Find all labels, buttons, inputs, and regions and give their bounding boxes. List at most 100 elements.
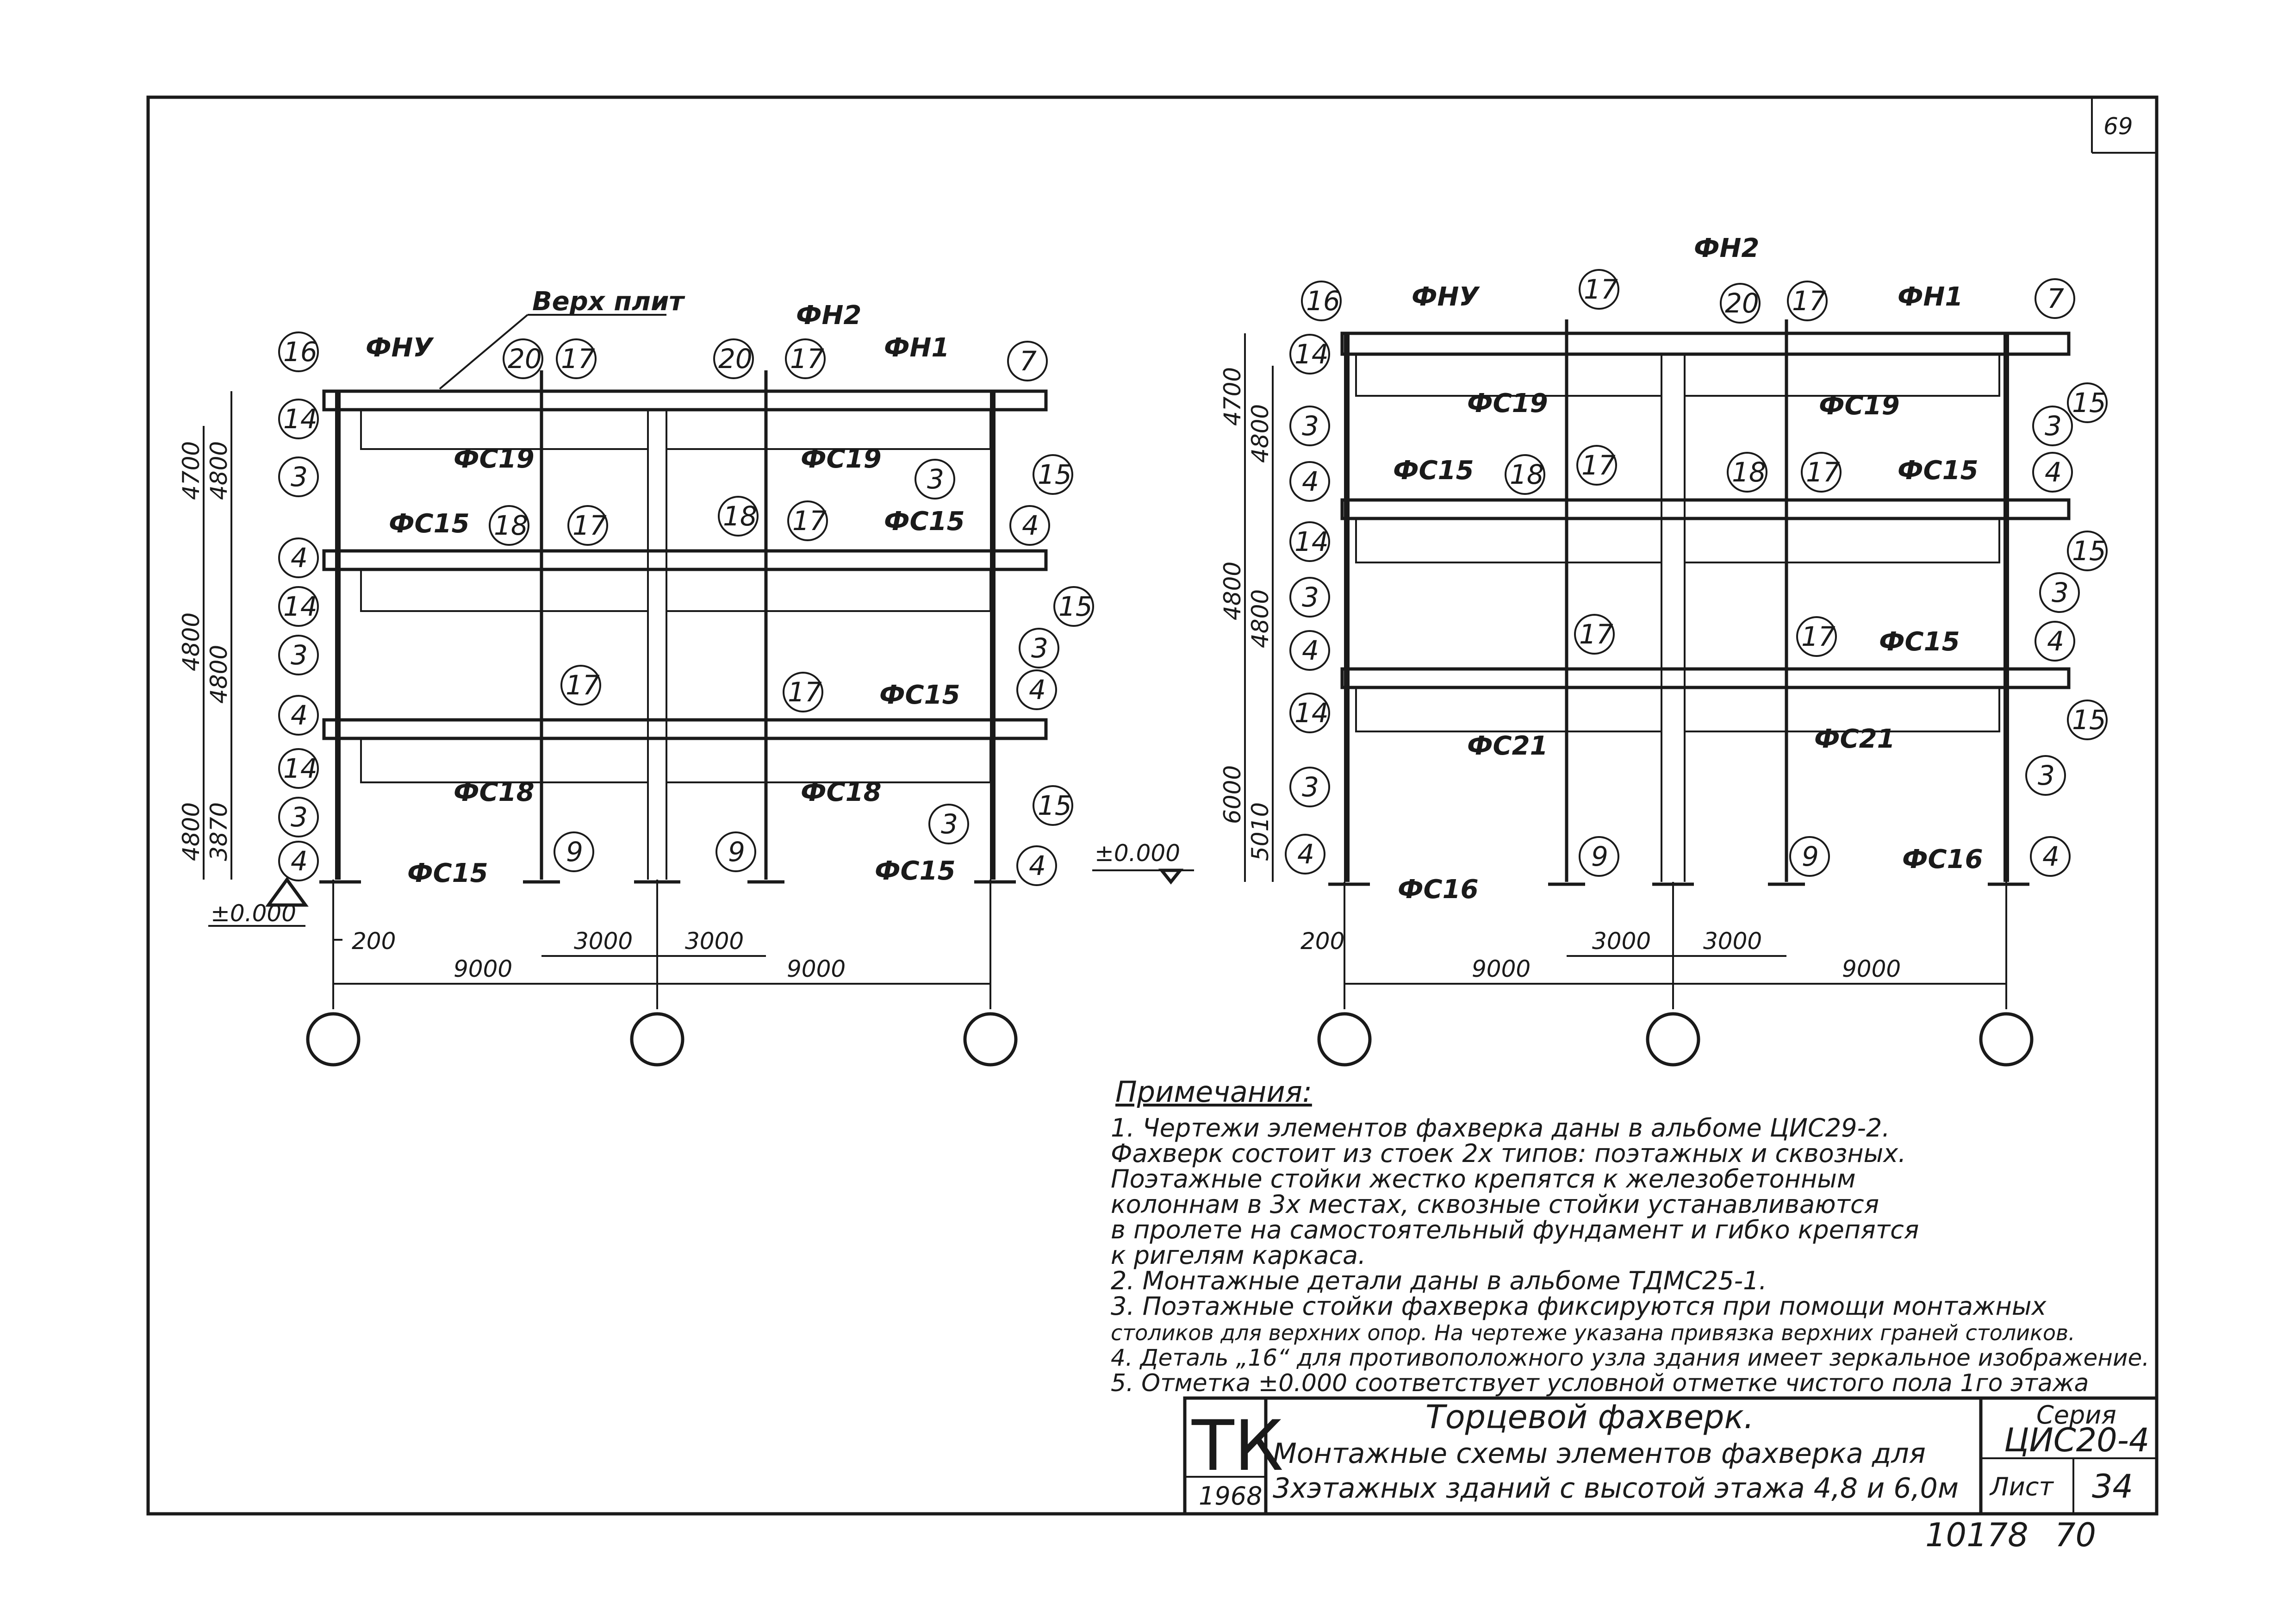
sheet-frame: 69 (146, 95, 2159, 1516)
note-line-8: 3. Поэтажные стойки фахверка фиксируются… (1111, 1292, 2047, 1321)
left-axis-2 (630, 1012, 684, 1067)
left-mark-4r1: 4 (1022, 510, 1039, 541)
left-top-label: Верх плит (532, 287, 685, 317)
left-mark-3a: 3 (291, 461, 308, 493)
left-beam-3b (666, 738, 991, 783)
tb-title: Торцевой фахверк. (1425, 1398, 1754, 1436)
left-beam-2a (360, 569, 649, 612)
right-post-fc16a: ФС16 (1398, 874, 1479, 905)
left-mark-14b: 14 (283, 591, 317, 622)
left-vdim-4: 4800 (205, 645, 232, 704)
left-beam-fnu: ФНУ (366, 333, 434, 363)
right-dim-3000b: 3000 (1703, 928, 1762, 955)
note-line-9: столиков для верхних опор. На чертеже ук… (1111, 1320, 2075, 1345)
right-slab-mid (1340, 498, 2071, 520)
left-mark-9a: 9 (566, 836, 583, 868)
right-mark-3a: 3 (1302, 410, 1319, 442)
right-mark-3c: 3 (1302, 771, 1319, 803)
right-mark-7: 7 (2047, 283, 2064, 314)
right-mark-15r1: 15 (2072, 387, 2106, 418)
footer-number-1: 10178 (1925, 1516, 2028, 1554)
left-mark-3b: 3 (291, 639, 308, 671)
left-mark-17f: 17 (788, 676, 822, 708)
left-mark-3r1: 3 (927, 463, 944, 495)
left-post-fc18a: ФС18 (454, 777, 535, 807)
left-mark-14a: 14 (283, 403, 317, 435)
left-mark-3c: 3 (291, 801, 308, 833)
right-vdim-4: 4800 (1247, 589, 1274, 648)
right-vdim-1: 4700 (1219, 367, 1246, 426)
right-dim-3000a: 3000 (1592, 928, 1651, 955)
right-mark-bubbles: 16 17 20 17 7 14 3 4 14 3 4 14 3 (1285, 269, 2108, 877)
left-mark-4c: 4 (291, 845, 308, 877)
right-mark-4a: 4 (1302, 466, 1319, 497)
note-line-6: к ригелям каркаса. (1111, 1241, 1366, 1270)
right-post-fc19a: ФС19 (1467, 388, 1548, 418)
right-mark-17d: 17 (1806, 456, 1840, 488)
left-mark-15r2: 15 (1058, 591, 1093, 622)
right-post-fc15a: ФС15 (1393, 456, 1474, 486)
left-mark-14c: 14 (283, 753, 317, 784)
right-beam-fn2: ФН2 (1694, 233, 1759, 263)
right-mark-17f: 17 (1801, 621, 1836, 652)
right-mark-17b: 17 (1792, 285, 1826, 317)
right-mark-14b: 14 (1294, 526, 1329, 557)
right-vdim-3: 4800 (1219, 562, 1246, 620)
title-block: ТК 1968 Торцевой фахверк. Монтажные схем… (1183, 1396, 2159, 1516)
tb-subtitle-1: Монтажные схемы элементов фахверка для (1273, 1437, 1926, 1470)
right-mark-18a: 18 (1510, 459, 1544, 490)
tb-sheet-label: Лист (1989, 1472, 2054, 1501)
right-frame-diagram: 200 3000 3000 9000 9000 4700 4800 4800 4… (1092, 233, 2108, 1067)
tb-subtitle-2: 3хэтажных зданий с высотой этажа 4,8 и 6… (1273, 1472, 1959, 1505)
notes-title: Примечания: (1115, 1075, 1312, 1109)
left-mark-9b: 9 (728, 836, 745, 868)
right-mark-9b: 9 (1802, 841, 1819, 872)
left-dim-3000b: 3000 (685, 928, 744, 955)
right-vdim-5: 6000 (1219, 765, 1246, 824)
left-level: ±0.000 (211, 900, 296, 927)
left-mark-18b: 18 (723, 500, 757, 532)
left-mark-7: 7 (1020, 345, 1037, 377)
right-post-fc21a: ФС21 (1467, 731, 1548, 761)
left-mark-3r2: 3 (1031, 632, 1048, 664)
left-post-fc15a: ФС15 (389, 509, 470, 539)
right-dim-9000b: 9000 (1842, 956, 1901, 982)
right-mark-17a: 17 (1584, 274, 1618, 305)
left-mark-18a: 18 (494, 510, 528, 541)
left-axis-3 (963, 1012, 1018, 1067)
left-frame-diagram: 200 3000 3000 9000 9000 4700 4800 4800 4… (178, 287, 1094, 1067)
left-slab-top (322, 389, 1048, 412)
right-mark-4b: 4 (1302, 635, 1319, 666)
left-post-fc19b: ФС19 (801, 444, 882, 474)
tb-org: ТК (1191, 1406, 1283, 1487)
right-mark-4r2: 4 (2047, 625, 2064, 657)
left-mark-3r3: 3 (941, 808, 958, 840)
left-mark-17e: 17 (566, 669, 600, 701)
right-post-fc15b: ФС15 (1898, 456, 1979, 486)
right-dim-9000a: 9000 (1472, 956, 1531, 982)
right-mark-4r3: 4 (2042, 841, 2060, 872)
right-post-fc21b: ФС21 (1814, 724, 1895, 754)
left-dim-200: 200 (352, 928, 396, 955)
right-mark-3r2: 3 (2052, 577, 2069, 608)
tb-series-label: Серия (2036, 1400, 2116, 1430)
left-slab-mid (322, 549, 1048, 571)
left-mark-15r1: 15 (1038, 459, 1072, 490)
left-post-fc18b: ФС18 (801, 777, 882, 807)
left-mark-17d: 17 (792, 505, 827, 537)
left-beam-3a (360, 738, 649, 783)
right-mark-4r1: 4 (2045, 456, 2062, 488)
right-mark-3r1: 3 (2045, 410, 2062, 442)
left-post-fc15d: ФС15 (407, 858, 488, 888)
right-mark-20: 20 (1725, 287, 1759, 319)
right-mark-14a: 14 (1294, 338, 1329, 370)
left-post-fc15e: ФС15 (875, 856, 956, 886)
left-slab-low (322, 718, 1048, 740)
right-dim-200: 200 (1300, 928, 1344, 955)
left-beam-fn1: ФН1 (884, 333, 949, 363)
left-post-fc19a: ФС19 (454, 444, 535, 474)
right-level: ±0.000 (1095, 840, 1180, 867)
note-line-7: 2. Монтажные детали даны в альбоме ТДМС2… (1111, 1266, 1767, 1295)
left-vdim-3: 4800 (178, 612, 205, 671)
